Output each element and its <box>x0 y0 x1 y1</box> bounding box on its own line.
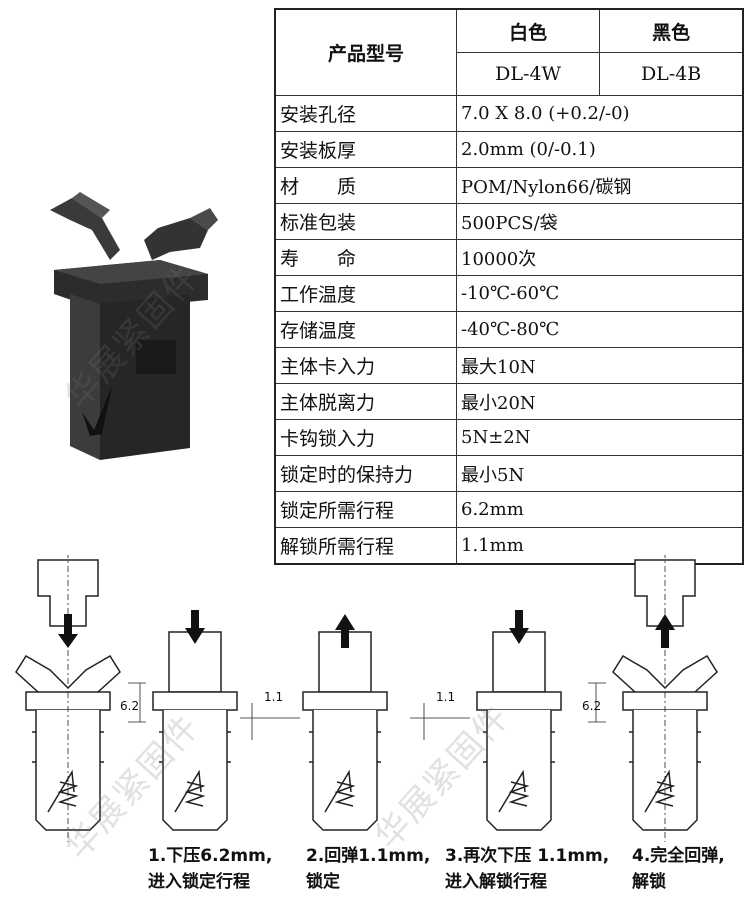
spec-label: 工作温度 <box>274 275 457 312</box>
spec-value: 6.2mm <box>456 491 744 528</box>
spec-label: 安装板厚 <box>274 131 457 168</box>
white-model-cell: DL-4W <box>455 52 601 96</box>
spec-value: 7.0 X 8.0 (+0.2/-0) <box>456 95 744 132</box>
stage-4-unlock-press <box>476 610 562 831</box>
spec-label: 主体卡入力 <box>274 347 457 384</box>
dimension-press-again-label: 1.1 <box>436 690 455 704</box>
spec-label: 标准包装 <box>274 203 457 240</box>
spec-row: 存储温度-40℃-80℃ <box>274 311 744 348</box>
spec-row: 主体脱离力最小20N <box>274 383 744 420</box>
spec-value: 最小5N <box>456 455 744 492</box>
spec-label: 寿 命 <box>274 239 457 276</box>
white-color-header: 白色 <box>455 8 601 53</box>
latch-body <box>50 192 218 460</box>
step-caption-3: 3.再次下压 1.1mm, 进入解锁行程 <box>445 846 610 892</box>
spec-value: 1.1mm <box>456 527 744 565</box>
spec-label: 存储温度 <box>274 311 457 348</box>
dimension-press: 6.2 <box>120 682 146 723</box>
product-latch-illustration <box>50 192 218 460</box>
step-caption-1: 1.下压6.2mm, 进入锁定行程 <box>148 846 273 892</box>
table-header-row-2: DL-4W DL-4B <box>275 52 744 96</box>
dimension-release-label: 6.2 <box>582 699 601 713</box>
dimension-press-label: 6.2 <box>120 699 139 713</box>
dimension-release: 6.2 <box>582 682 606 723</box>
spec-label: 安装孔径 <box>274 95 457 132</box>
step-caption-2: 2.回弹1.1mm, 锁定 <box>306 846 431 892</box>
spec-label: 材 质 <box>274 167 457 204</box>
spec-value: 10000次 <box>456 239 744 276</box>
spec-value: 5N±2N <box>456 419 744 456</box>
table-header-row-1: 产品型号 白色 黑色 <box>274 8 744 96</box>
spec-value: -10℃-60℃ <box>456 275 744 312</box>
spec-value: POM/Nylon66/碳钢 <box>456 167 744 204</box>
spec-label: 卡钩锁入力 <box>274 419 457 456</box>
stage-2-pressed <box>152 610 238 831</box>
stage-1-insert <box>15 555 121 842</box>
dimension-rebound-label: 1.1 <box>264 690 283 704</box>
spec-label: 主体脱离力 <box>274 383 457 420</box>
spec-row: 锁定时的保持力最小5N <box>274 455 744 492</box>
stage-3-locked <box>302 614 388 831</box>
spec-value: -40℃-80℃ <box>456 311 744 348</box>
black-color-header: 黑色 <box>599 8 744 53</box>
dimension-press-again: 1.1 <box>423 690 455 740</box>
spec-value: 500PCS/袋 <box>456 203 744 240</box>
spec-row: 主体卡入力最大10N <box>274 347 744 384</box>
black-model-cell: DL-4B <box>599 52 744 96</box>
spec-value: 最小20N <box>456 383 744 420</box>
spec-row: 工作温度-10℃-60℃ <box>274 275 744 312</box>
model-header-cell: 产品型号 <box>274 8 457 96</box>
spec-label: 锁定时的保持力 <box>274 455 457 492</box>
dimension-rebound: 1.1 <box>251 690 283 740</box>
spec-value: 2.0mm (0/-0.1) <box>456 131 744 168</box>
spec-value: 最大10N <box>456 347 744 384</box>
mechanism-diagram: 6.2 1.1 1.1 6.2 <box>15 555 718 842</box>
step-caption-4: 4.完全回弹, 解锁 <box>632 846 725 892</box>
spec-label: 锁定所需行程 <box>274 491 457 528</box>
stage-5-released <box>612 555 718 842</box>
